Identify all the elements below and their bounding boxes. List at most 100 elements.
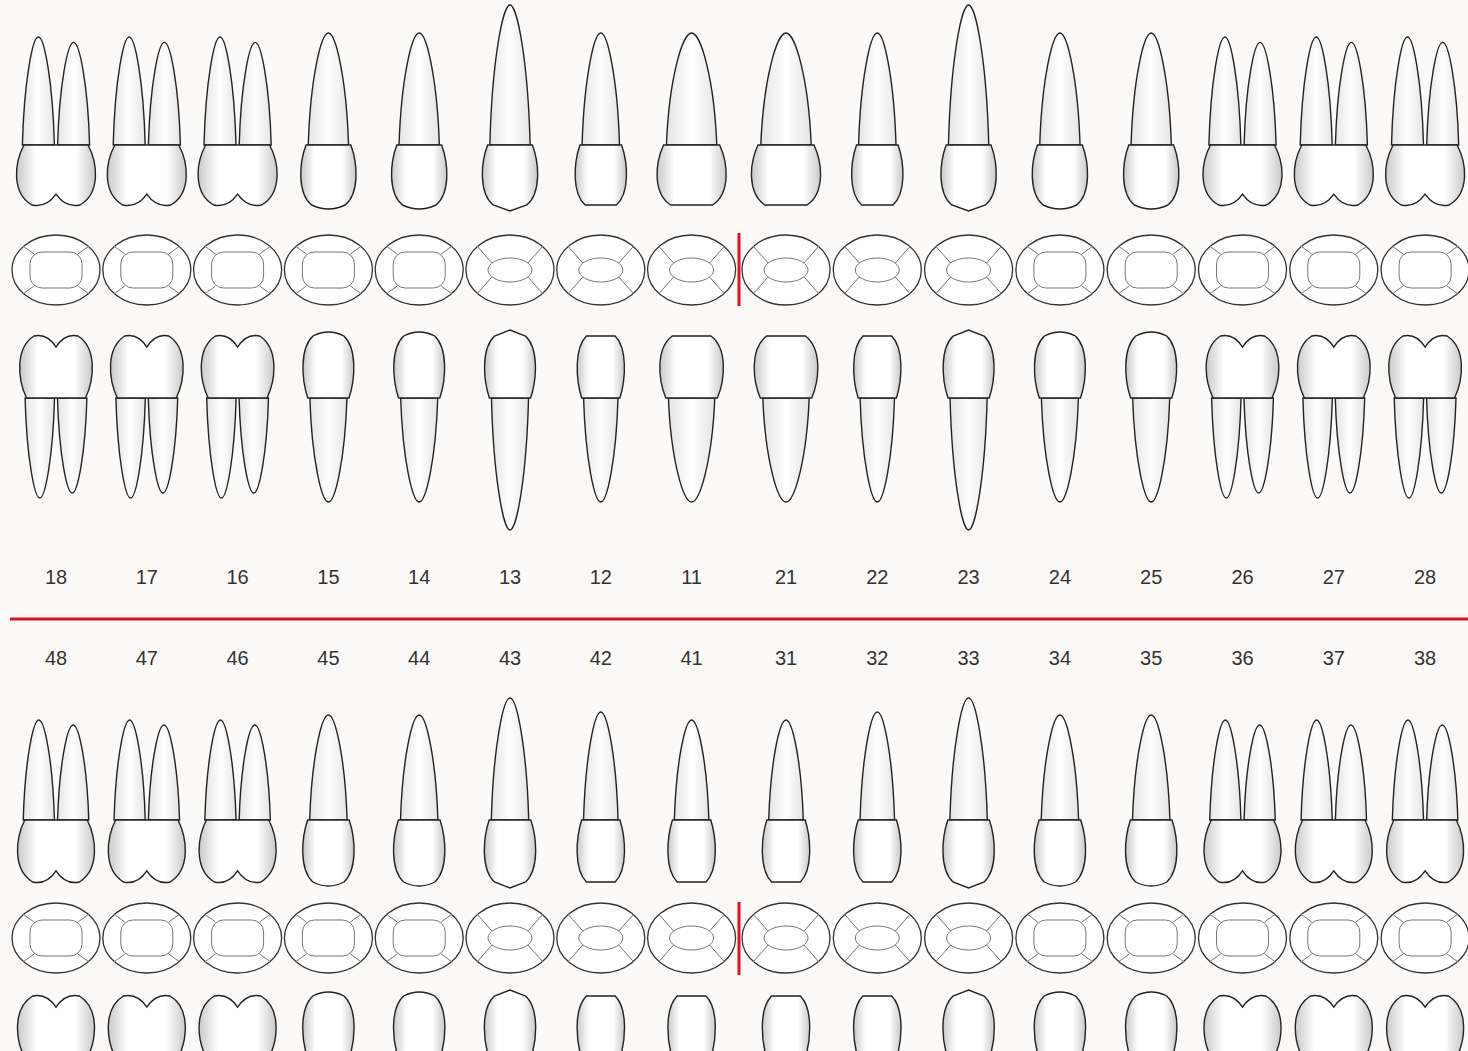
tooth-crown [1126,820,1177,886]
occlusal-outline [194,903,282,973]
tooth-root [763,398,809,502]
occlusal-line [205,914,216,922]
occlusal-inner [1308,252,1360,288]
tooth-crown [482,145,537,211]
tooth-crown [577,996,624,1051]
tooth-crown [1126,992,1177,1051]
occlusal-outline [1016,235,1104,305]
occlusal-line [1265,914,1276,922]
occlusal-surface [1290,235,1378,305]
occlusal-line [1356,914,1367,922]
tooth-number: 35 [1140,646,1162,670]
occlusal-line [936,277,951,294]
tooth-crown [485,330,536,398]
tooth-root [57,398,86,493]
occlusal-line [169,286,180,294]
occlusal-line [1392,954,1403,962]
tooth-number: 47 [136,646,158,670]
occlusal-line [1265,954,1276,962]
occlusal-inner [1399,920,1451,956]
tooth-number: 16 [226,565,248,589]
tooth-number: 12 [590,565,612,589]
occlusal-inner [1217,920,1269,956]
tooth [107,37,186,206]
tooth [854,712,901,882]
occlusal-line [205,246,216,254]
tooth-root [1335,398,1364,493]
tooth-crown [303,820,354,886]
tooth-crown [854,996,901,1051]
tooth-root [950,698,987,820]
tooth-crown [484,990,535,1051]
occlusal-line [386,954,397,962]
tooth-root [1394,398,1423,498]
occlusal-line [1027,914,1038,922]
occlusal-line [619,277,634,294]
tooth [482,5,537,211]
occlusal-line [350,954,361,962]
tooth [1032,33,1087,209]
occlusal-line [23,286,34,294]
occlusal-outline [1199,235,1287,305]
occlusal-line [895,945,910,962]
occlusal-line [1356,954,1367,962]
occlusal-line [477,945,492,962]
tooth-root [310,398,347,502]
tooth-crown [17,145,96,206]
tooth [1386,37,1465,206]
tooth-number: 31 [775,646,797,670]
tooth-crown [198,145,277,206]
occlusal-line [1082,954,1093,962]
tooth-root [239,42,271,145]
occlusal-line [169,914,180,922]
occlusal-outline [1107,903,1195,973]
tooth-root [148,398,177,493]
occlusal-inner [121,920,173,956]
occlusal-outline [1016,903,1104,973]
tooth-root [1244,398,1273,493]
tooth-number: 11 [681,565,702,589]
tooth [668,996,715,1051]
occlusal-outline [925,903,1013,973]
occlusal-line [78,914,89,922]
occlusal-line [710,277,725,294]
occlusal-inner [947,926,991,950]
tooth-crown [1034,992,1085,1051]
occlusal-line [659,277,674,294]
tooth [17,37,96,206]
occlusal-line [295,286,306,294]
tooth-root [1132,715,1169,820]
occlusal-line [936,914,951,931]
tooth-root [400,715,437,820]
tooth [198,37,277,206]
tooth-root [1209,37,1241,145]
tooth [199,995,276,1051]
tooth-crown [668,820,715,882]
occlusal-outline [284,235,372,305]
tooth-crown [657,145,726,205]
occlusal-line [1301,286,1312,294]
tooth-root [1212,398,1241,498]
occlusal-line [1356,246,1367,254]
tooth-root [1131,33,1171,145]
occlusal-surface [466,903,554,973]
occlusal-surface [12,903,100,973]
tooth [1389,335,1462,498]
occlusal-line [987,945,1002,962]
occlusal-outline [12,235,100,305]
occlusal-line [260,914,271,922]
tooth-root [239,398,268,493]
tooth [1203,37,1282,206]
tooth-crown [1389,335,1462,398]
tooth-number: 26 [1231,565,1253,589]
tooth [1126,332,1177,502]
occlusal-line [114,286,125,294]
occlusal-line [1173,246,1184,254]
tooth-crown [1297,335,1370,398]
tooth-crown [394,992,445,1051]
occlusal-line [1027,286,1038,294]
occlusal-line [528,277,543,294]
tooth-root [22,37,54,145]
occlusal-line [568,914,583,931]
occlusal-inner [393,920,445,956]
